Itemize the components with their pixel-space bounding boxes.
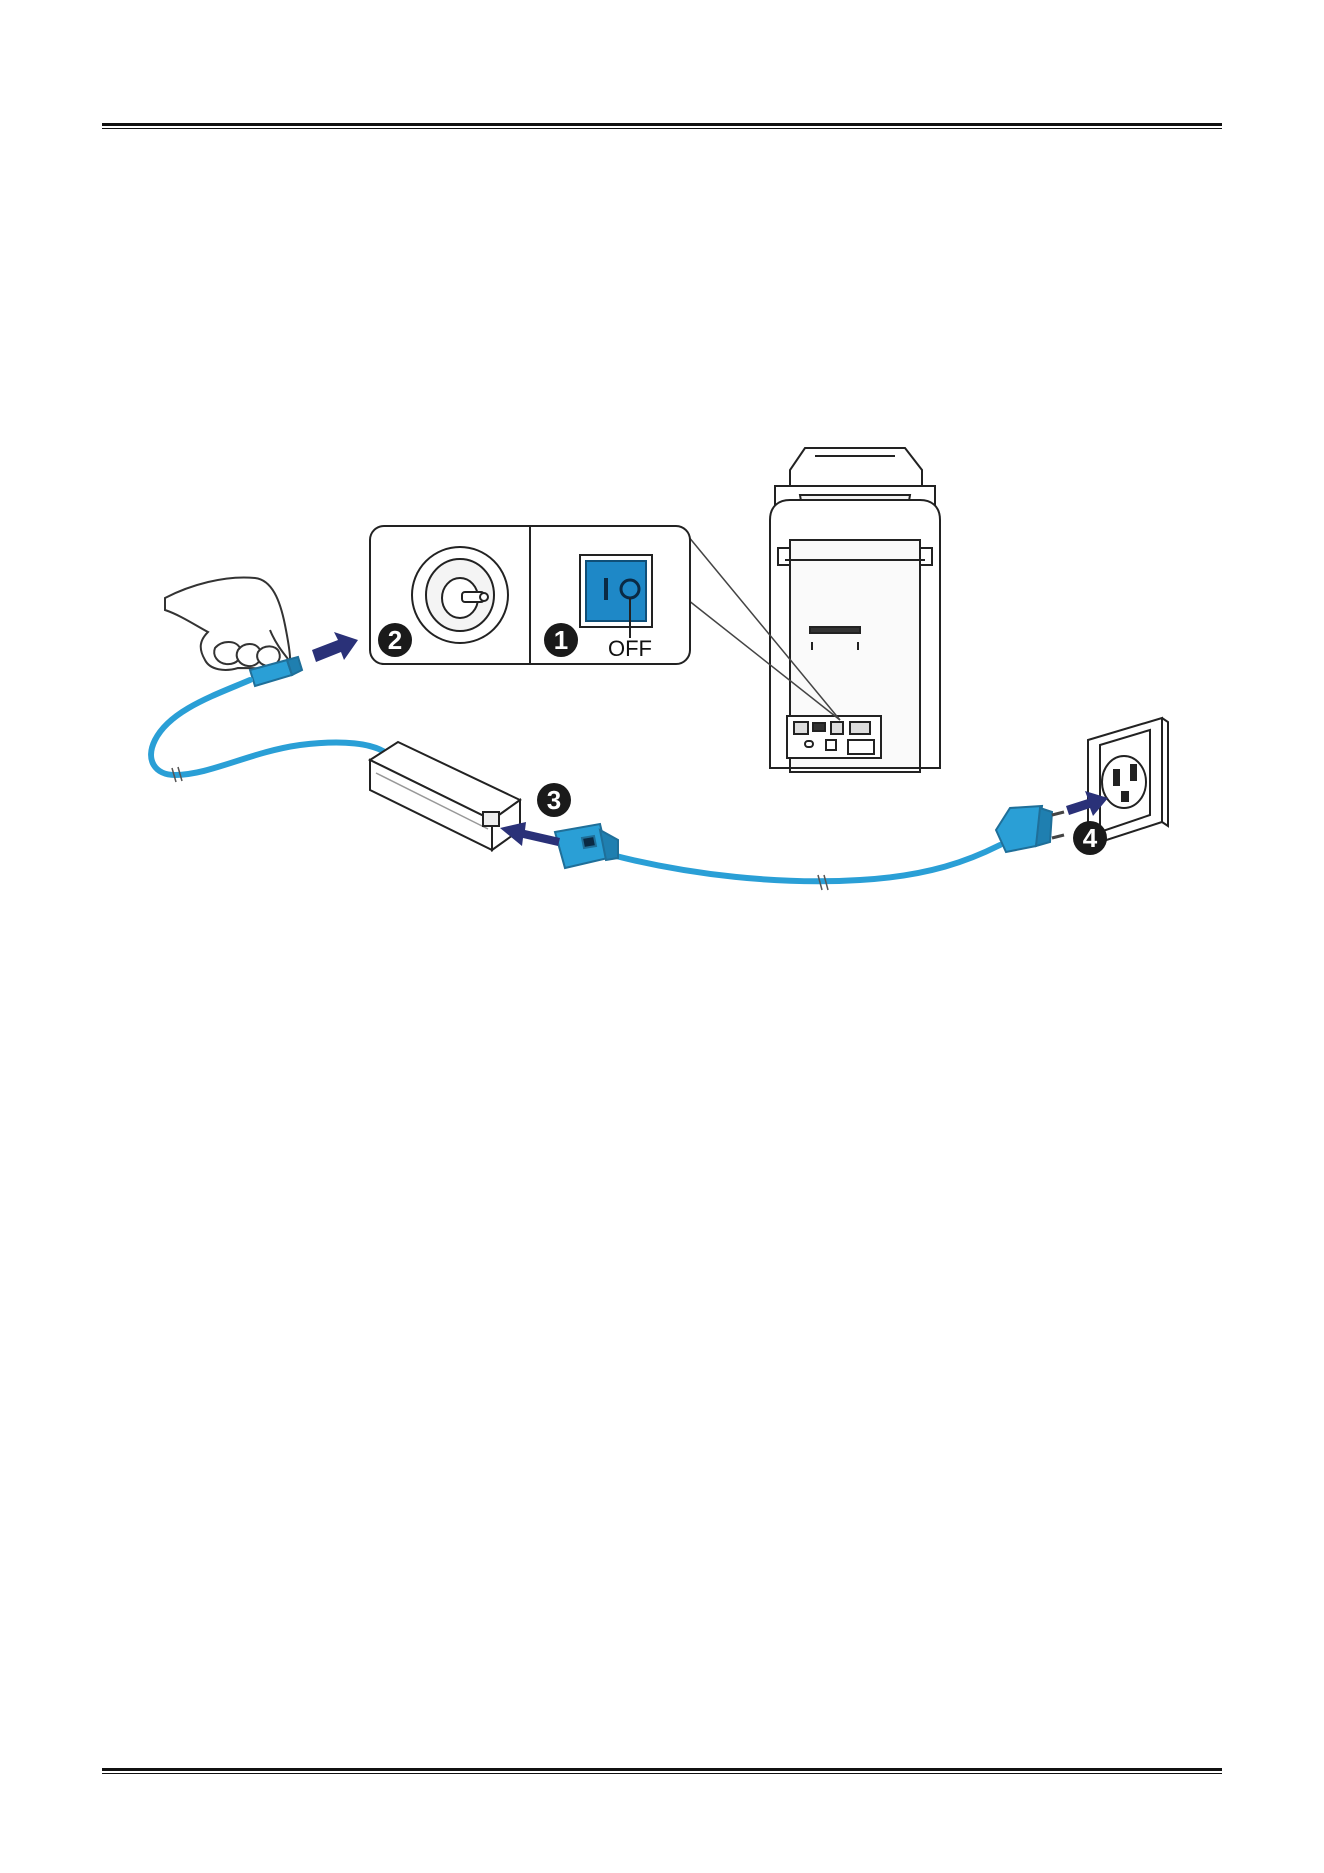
- step-badge-3: 3: [537, 783, 571, 817]
- ac-plug-icon: [996, 806, 1064, 852]
- switch-off-label: OFF: [608, 636, 652, 661]
- power-switch-icon: [580, 555, 652, 638]
- power-adapter-icon: [370, 742, 520, 850]
- inset-panel: OFF 2 1: [370, 526, 690, 664]
- step-badge-4: 4: [1073, 821, 1107, 855]
- svg-text:4: 4: [1083, 823, 1098, 853]
- ac-cable: [612, 845, 1000, 881]
- dc-socket-icon: [412, 547, 508, 643]
- iec-plug-icon: [555, 824, 618, 868]
- svg-text:2: 2: [388, 625, 402, 655]
- dc-cable: [151, 680, 390, 775]
- arrow-step-2: [312, 632, 358, 662]
- step-badge-2: 2: [378, 623, 412, 657]
- hand-icon: [165, 577, 292, 672]
- step-badge-1: 1: [544, 623, 578, 657]
- printer-icon: [770, 448, 940, 772]
- svg-text:3: 3: [547, 785, 561, 815]
- svg-text:1: 1: [554, 625, 568, 655]
